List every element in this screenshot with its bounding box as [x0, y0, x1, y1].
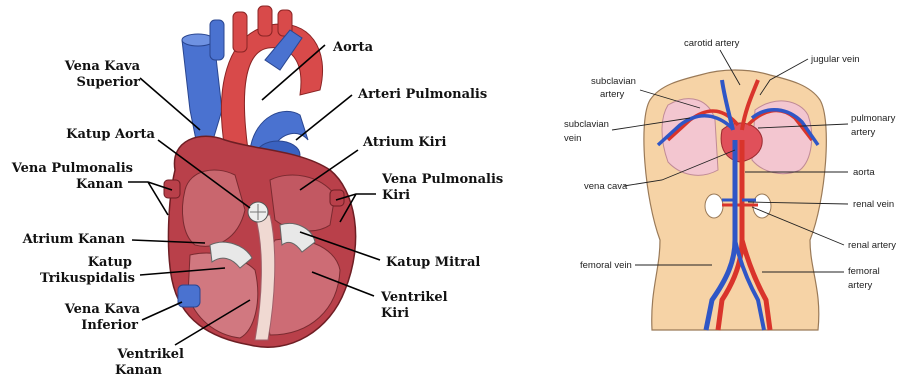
label-renal-artery: renal artery [848, 240, 896, 251]
label-katup-aorta: Katup Aorta [66, 127, 155, 142]
label-jugular-vein: jugular vein [810, 54, 860, 65]
label-subclavian-artery-1: subclavian [591, 76, 636, 87]
label-aorta: Aorta [332, 40, 374, 55]
label-vena-kava-inferior-1: Vena Kava [64, 302, 141, 317]
label-atrium-kanan: Atrium Kanan [22, 232, 126, 247]
leader-vena-kava-inferior [142, 302, 182, 320]
left-ventricle-shape [265, 239, 340, 335]
label-vena-kava-inferior-2: Inferior [81, 318, 138, 333]
label-vena-pulmonalis-kanan-1: Vena Pulmonalis [11, 161, 133, 176]
label-katup-mitral: Katup Mitral [386, 255, 480, 270]
label-katup-trikuspidalis-1: Katup [88, 255, 132, 270]
label-atrium-kiri: Atrium Kiri [362, 135, 446, 150]
label-subclavian-vein-1: subclavian [564, 119, 609, 130]
leader-arteri-pulmonalis [296, 95, 352, 140]
label-pulmonary-artery-2: artery [851, 127, 876, 138]
label-subclavian-vein-2: vein [564, 133, 581, 144]
label-ventrikel-kiri-2: Kiri [381, 306, 409, 321]
label-vena-cava: vena cava [584, 181, 628, 192]
label-vena-pulmonalis-kiri-1: Vena Pulmonalis [381, 172, 503, 187]
label-femoral-artery-2: artery [848, 280, 873, 291]
label-carotid-artery: carotid artery [684, 38, 740, 49]
label-vena-pulmonalis-kanan-2: Kanan [76, 177, 124, 192]
label-pulmonary-artery-1: pulmonary [851, 113, 896, 124]
label-vena-pulmonalis-kiri-2: Kiri [382, 188, 410, 203]
label-femoral-artery-1: femoral [848, 266, 880, 277]
label-ventrikel-kiri-1: Ventrikel [380, 290, 448, 305]
label-ventrikel-kanan-1: Ventrikel [116, 347, 184, 362]
label-renal-vein: renal vein [853, 199, 894, 210]
body-diagram [644, 70, 826, 330]
label-arteri-pulmonalis: Arteri Pulmonalis [357, 87, 487, 102]
label-femoral-vein: femoral vein [580, 260, 632, 271]
label-vena-kava-superior-2: Superior [76, 75, 140, 90]
right-kidney-shape [705, 194, 723, 218]
label-vena-kava-superior-1: Vena Kava [64, 59, 141, 74]
label-katup-trikuspidalis-2: Trikuspidalis [40, 271, 135, 286]
label-subclavian-artery-2: artery [600, 89, 625, 100]
heart-diagram [164, 6, 356, 347]
label-aorta-body: aorta [853, 167, 875, 178]
label-ventrikel-kanan-2: Kanan [115, 363, 163, 378]
